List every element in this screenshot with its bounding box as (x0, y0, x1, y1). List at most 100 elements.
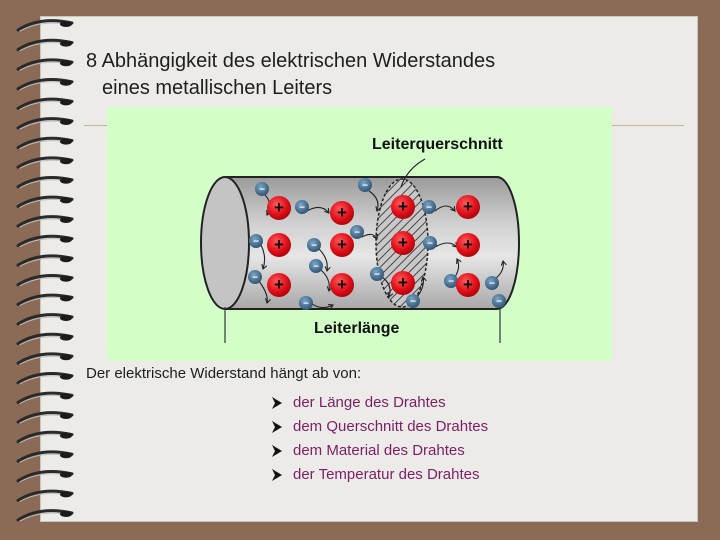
list-item: dem Querschnitt des Drahtes (272, 417, 488, 441)
arrow-bullet-icon (272, 397, 282, 409)
positive-ion: + (267, 233, 291, 257)
factor-material: dem Material des Drahtes (293, 442, 465, 459)
binding-coil (16, 156, 74, 169)
ion-charge-label: + (398, 273, 408, 292)
electron: − (350, 225, 364, 239)
positive-ion: + (267, 273, 291, 297)
electron: − (444, 274, 458, 288)
electron: − (485, 276, 499, 290)
electron: − (248, 270, 262, 284)
motion-arrow (260, 244, 268, 271)
electron-charge-label: − (489, 279, 495, 290)
factor-length: der Länge des Drahtes (293, 394, 446, 411)
factor-list: der Länge des Drahtes dem Querschnitt de… (272, 393, 488, 489)
ion-charge-label: + (337, 275, 347, 294)
motion-arrow (416, 275, 427, 298)
positive-ion: + (330, 233, 354, 257)
factor-cross-section: dem Querschnitt des Drahtes (293, 418, 489, 435)
binding-coil (16, 19, 74, 32)
ion-charge-label: + (274, 198, 284, 217)
binding-coil (16, 293, 74, 306)
binding-coil (16, 97, 74, 110)
binding-coil (16, 254, 74, 267)
ion-charge-label: + (463, 197, 473, 216)
electron-charge-label: − (354, 228, 360, 239)
electron-charge-label: − (362, 181, 368, 192)
binding-coil (16, 313, 74, 326)
binding-coil (16, 509, 74, 522)
binding-coil (16, 470, 74, 483)
electron: − (406, 294, 420, 308)
electron: − (358, 178, 372, 192)
intro-text: Der elektrische Widerstand hängt ab von: (86, 365, 362, 382)
ion-charge-label: + (337, 235, 347, 254)
electron-charge-label: − (303, 299, 309, 310)
title-line-2: eines metallischen Leiters (102, 77, 333, 99)
binding-coil (16, 411, 74, 424)
cross-section-pointer (400, 158, 426, 188)
ion-charge-label: + (274, 275, 284, 294)
binding-coil (16, 274, 74, 287)
slide-title: 8 Abhängigkeit des elektrischen Widersta… (86, 48, 495, 102)
electron-charge-label: − (259, 185, 265, 196)
electron-charge-label: − (253, 237, 259, 248)
binding-coil (16, 352, 74, 365)
positive-ion: + (456, 195, 480, 219)
binding-coil (16, 176, 74, 189)
label-length: Leiterlänge (314, 320, 400, 337)
motion-arrow (494, 259, 507, 280)
cylinder-end-left (200, 176, 250, 310)
electron-charge-label: − (313, 262, 319, 273)
list-item: der Temperatur des Drahtes (272, 465, 488, 489)
binding-coil (16, 78, 74, 91)
electron: − (299, 296, 313, 310)
motion-arrow (306, 206, 330, 214)
binding-coil (16, 430, 74, 444)
electron-charge-label: − (311, 241, 317, 252)
binding-coil (16, 372, 74, 385)
positive-ion: + (456, 233, 480, 257)
electron: − (492, 294, 506, 308)
label-cross-section: Leiterquerschnitt (372, 136, 503, 153)
electron: − (249, 234, 263, 248)
electron-charge-label: − (426, 203, 432, 214)
spiral-binding (16, 19, 74, 522)
binding-coil (16, 58, 74, 71)
list-item: dem Material des Drahtes (272, 441, 488, 465)
binding-coil (16, 450, 74, 463)
positive-ion: + (391, 271, 415, 295)
ion-charge-label: + (398, 197, 408, 216)
electron: − (422, 200, 436, 214)
motion-arrow (258, 280, 271, 305)
electron: − (309, 259, 323, 273)
ion-charge-label: + (463, 235, 473, 254)
binding-coil (16, 136, 74, 150)
electron-charge-label: − (299, 203, 305, 214)
motion-arrow (368, 190, 382, 213)
electron: − (295, 200, 309, 214)
positive-ion: + (330, 201, 354, 225)
binding-coil (16, 489, 74, 502)
conductor-illustration: − − − − − − − − − − − − − − − − + + + + + + + + + + + + (200, 158, 520, 343)
binding-coil (16, 38, 74, 52)
positive-ion: + (391, 231, 415, 255)
binding-coil (16, 391, 74, 404)
arrow-bullet-icon (272, 445, 282, 457)
binding-coil (16, 215, 74, 228)
list-item: der Länge des Drahtes (272, 393, 488, 417)
electron: − (255, 182, 269, 196)
factor-temperature: der Temperatur des Drahtes (293, 466, 480, 483)
positive-ion: + (456, 273, 480, 297)
motion-arrow (454, 258, 462, 278)
conductor-diagram: − − − − − − − − − − − − − − − − + + + + + + + + + + + + (107, 107, 612, 361)
motion-arrow (318, 248, 331, 273)
electron-charge-label: − (448, 277, 454, 288)
electron: − (423, 236, 437, 250)
electron-charge-label: − (374, 270, 380, 281)
electron: − (307, 238, 321, 252)
binding-coil (16, 195, 74, 208)
motion-arrow (361, 233, 378, 240)
ion-charge-label: + (337, 203, 347, 222)
electron-charge-label: − (410, 297, 416, 308)
title-line-1: 8 Abhängigkeit des elektrischen Widersta… (86, 50, 496, 72)
